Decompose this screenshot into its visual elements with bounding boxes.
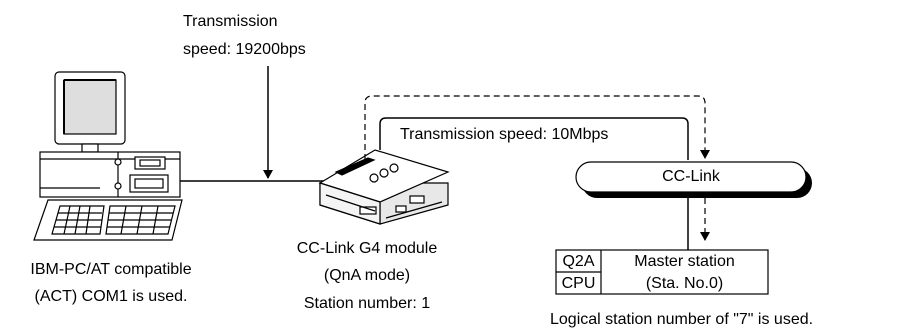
cc-speed-label: Transmission speed: 10Mbps	[400, 126, 609, 143]
pc-speed-label-line2: speed: 19200bps	[183, 41, 306, 58]
g4-label-line2: (QnA mode)	[323, 267, 411, 284]
pc-label-line1: IBM-PC/AT compatible	[30, 261, 192, 278]
cclink-label: CC-Link	[662, 168, 720, 185]
master-station-label-line2: (Sta. No.0)	[645, 275, 724, 292]
cclink-line	[379, 117, 689, 160]
pc-label-line2: (ACT) COM1 is used.	[34, 288, 188, 305]
plc-cpu-label-line2: CPU	[561, 275, 596, 292]
g4-label-line1: CC-Link G4 module	[296, 240, 438, 257]
master-station-label-line1: Master station	[634, 253, 735, 270]
pc-illustration	[33, 71, 183, 241]
plc-cpu-label-line1: Q2A	[562, 253, 595, 270]
pc-speed-label-line1: Transmission	[183, 13, 278, 30]
dashed-comm-path	[364, 95, 710, 160]
logical-station-note: Logical station number of "7" is used.	[550, 311, 814, 328]
g4-module-illustration	[318, 149, 450, 225]
cclink-bus	[575, 161, 807, 193]
g4-label-line3: Station number: 1	[303, 295, 431, 312]
